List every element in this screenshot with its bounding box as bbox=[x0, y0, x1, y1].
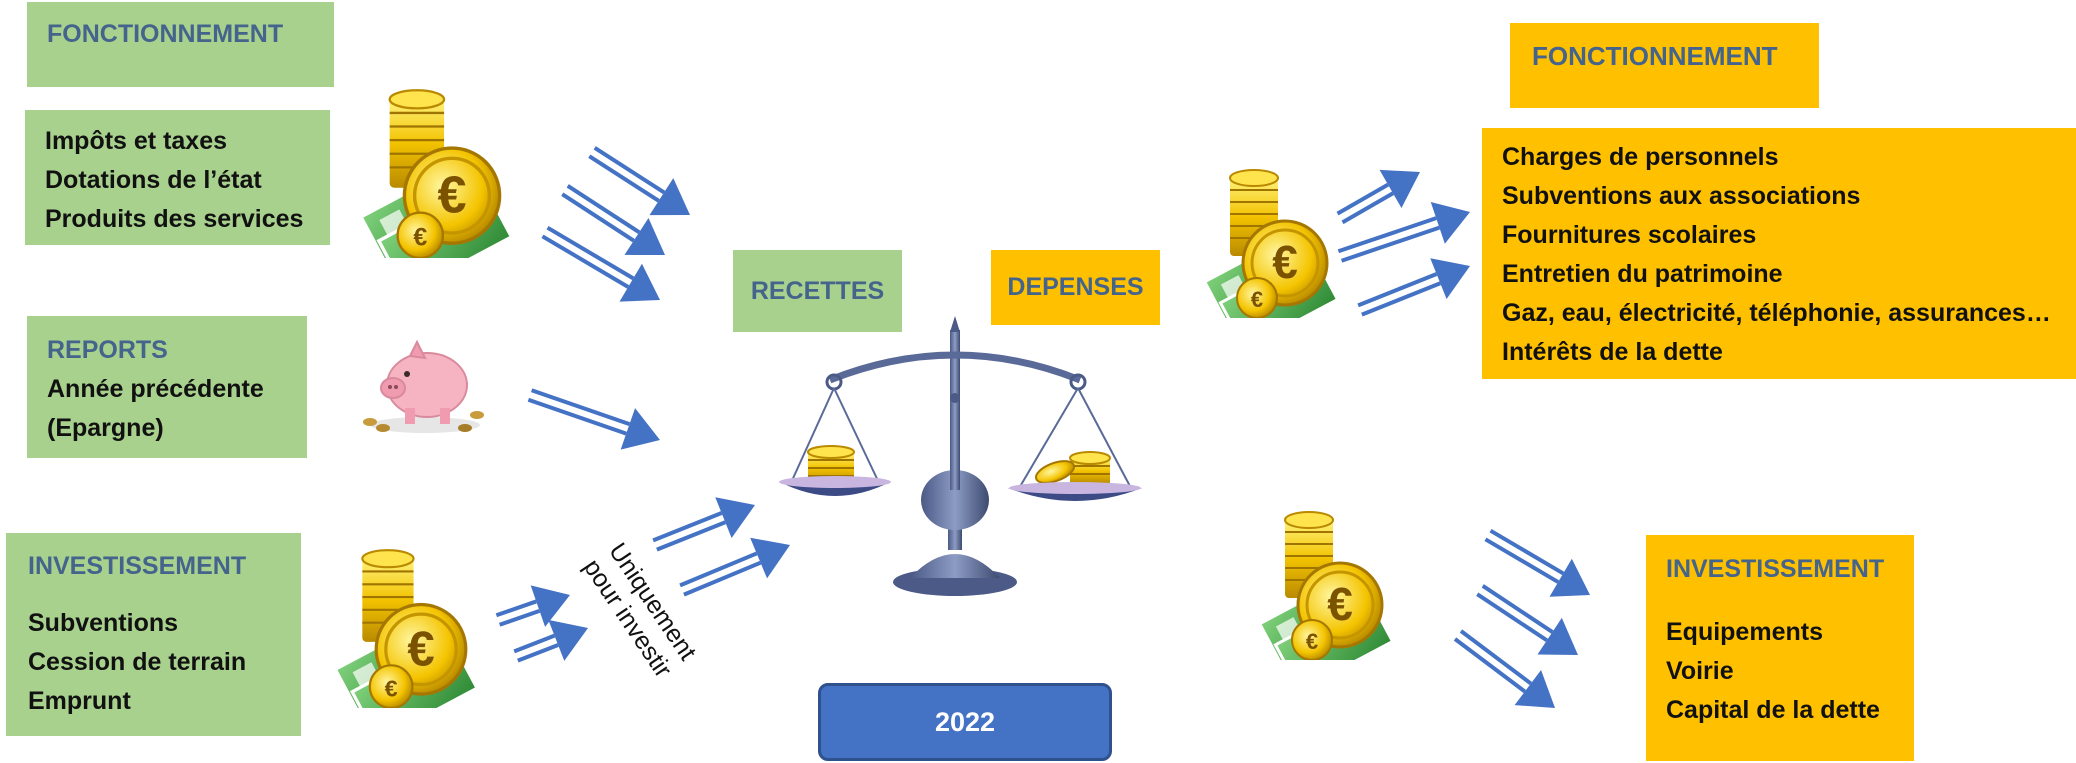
year-label: 2022 bbox=[934, 706, 996, 737]
left-fonctionnement-title: FONCTIONNEMENT bbox=[47, 20, 284, 48]
left-investissement-box: INVESTISSEMENT Subventions Cession de te… bbox=[6, 533, 301, 736]
year-badge: 2022 bbox=[818, 683, 1112, 761]
right-fonct-item: Intérêts de la dette bbox=[1502, 338, 1723, 366]
right-fonct-item: Entretien du patrimoine bbox=[1502, 260, 1783, 288]
double-arrow-icon bbox=[1476, 584, 1578, 655]
right-invest-item: Equipements bbox=[1666, 618, 1823, 646]
left-invest-item: Cession de terrain bbox=[28, 648, 247, 676]
left-fonctionnement-box: Impôts et taxes Dotations de l’état Prod… bbox=[25, 110, 330, 245]
left-invest-title: INVESTISSEMENT bbox=[28, 552, 247, 580]
double-arrow-icon bbox=[1337, 202, 1470, 263]
double-arrow-icon bbox=[495, 585, 570, 627]
left-fonctionnement-title-box: FONCTIONNEMENT bbox=[27, 2, 334, 87]
double-arrow-icon bbox=[513, 619, 588, 663]
depenses-box: DEPENSES bbox=[991, 250, 1160, 325]
double-arrow-icon bbox=[1453, 629, 1555, 708]
double-arrow-icon bbox=[1357, 258, 1470, 317]
right-invest-item: Voirie bbox=[1666, 657, 1734, 685]
right-investissement-box: INVESTISSEMENT Equipements Voirie Capita… bbox=[1646, 535, 1914, 761]
right-fonctionnement-box: Charges de personnels Subventions aux as… bbox=[1482, 128, 2076, 379]
left-invest-item: Subventions bbox=[28, 609, 179, 637]
left-invest-item: Emprunt bbox=[28, 687, 131, 715]
double-arrow-icon bbox=[527, 388, 660, 450]
double-arrow-icon bbox=[679, 537, 790, 597]
balance-scale-icon bbox=[779, 316, 1142, 596]
left-reports-box: REPORTS Année précédente (Epargne) bbox=[27, 316, 307, 458]
right-invest-item: Capital de la dette bbox=[1666, 696, 1880, 724]
recettes-label: RECETTES bbox=[750, 276, 885, 305]
double-arrow-icon bbox=[561, 184, 665, 255]
recettes-box: RECETTES bbox=[733, 250, 902, 332]
left-fonct-item: Dotations de l’état bbox=[45, 166, 262, 194]
left-fonct-item: Impôts et taxes bbox=[45, 127, 228, 155]
double-arrow-icon bbox=[541, 225, 660, 302]
depenses-label: DEPENSES bbox=[1007, 273, 1144, 301]
right-fonct-item: Subventions aux associations bbox=[1502, 182, 1861, 210]
double-arrow-icon bbox=[1484, 528, 1590, 597]
right-invest-title: INVESTISSEMENT bbox=[1666, 555, 1885, 583]
right-fonctionnement-title: FONCTIONNEMENT bbox=[1532, 41, 1778, 71]
left-reports-title: REPORTS bbox=[47, 336, 168, 364]
right-fonct-item: Charges de personnels bbox=[1502, 143, 1779, 171]
right-fonctionnement-title-box: FONCTIONNEMENT bbox=[1510, 23, 1819, 108]
piggy-bank-icon bbox=[363, 339, 484, 433]
right-fonct-item: Fournitures scolaires bbox=[1502, 221, 1757, 249]
double-arrow-icon bbox=[588, 146, 690, 216]
double-arrow-icon bbox=[652, 497, 755, 552]
left-reports-item: (Epargne) bbox=[47, 414, 164, 442]
double-arrow-icon bbox=[1336, 169, 1420, 225]
left-reports-item: Année précédente bbox=[47, 375, 264, 403]
right-fonct-item: Gaz, eau, électricité, téléphonie, assur… bbox=[1502, 299, 2051, 327]
left-fonct-item: Produits des services bbox=[45, 205, 304, 233]
